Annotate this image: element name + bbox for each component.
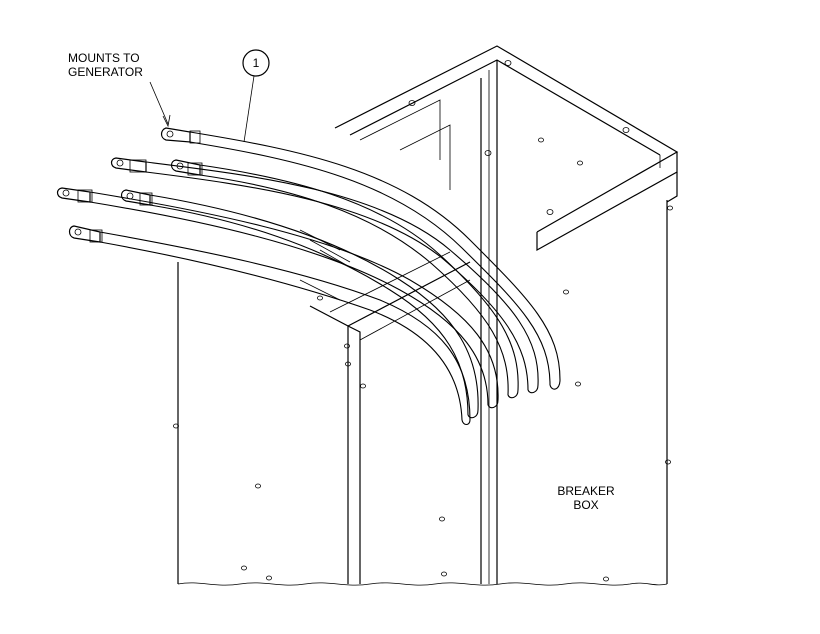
fastener-bolt-hole [622, 127, 630, 133]
fastener-bolt-hole [317, 295, 323, 301]
cable [99, 231, 471, 421]
generator-cables [89, 131, 561, 426]
right-side-panel-back [666, 172, 678, 203]
cable-lug [160, 127, 201, 144]
bottom-break-line [177, 582, 668, 586]
front-cross-member [347, 261, 471, 327]
cable [145, 171, 529, 391]
fastener-bolt-hole [577, 160, 583, 166]
cable-end [527, 384, 539, 394]
cable [149, 194, 479, 411]
cable-end [487, 399, 499, 409]
fasteners [173, 60, 673, 582]
cable [99, 241, 463, 421]
cable [89, 201, 489, 406]
breaker-box-label-line2: BOX [573, 498, 598, 512]
fastener-bolt-hole [546, 209, 554, 215]
top-frame-inner-edge [349, 59, 661, 156]
fastener-bolt-hole [563, 289, 569, 295]
cable [189, 131, 561, 381]
fastener-bolt-hole [255, 483, 261, 489]
fastener-bolt-hole [173, 423, 179, 429]
fastener-bolt-hole [266, 575, 272, 581]
item-callout-leader-line [243, 75, 255, 143]
fastener-bolt-hole [603, 576, 609, 582]
cable-lug [170, 159, 203, 176]
cable [189, 141, 551, 386]
breaker-box-label-line1: BREAKER [557, 484, 615, 498]
front-cross-member-lower [359, 279, 471, 341]
cable-end [461, 419, 471, 426]
mounts-to-generator-label-line2: GENERATOR [68, 65, 143, 79]
breaker-box-cabinet [177, 45, 679, 586]
inner-bracket-1 [359, 99, 441, 160]
cable [199, 164, 519, 391]
cable-lug [56, 187, 93, 203]
fastener-bolt-hole [360, 383, 366, 389]
mounts-leader-line [149, 81, 169, 125]
fastener-bolt-hole [408, 100, 416, 106]
cable-end [507, 389, 519, 399]
fastener-bolt-hole [667, 205, 673, 211]
fastener-bolt-hole [504, 60, 512, 66]
inner-bracket-2 [399, 124, 451, 190]
top-frame-right-flange [536, 152, 678, 252]
cable [145, 161, 539, 386]
cable-lug [110, 157, 147, 173]
cable-lugs [56, 127, 203, 243]
fastener-bolt-hole [345, 361, 351, 367]
fastener-bolt-hole [665, 459, 671, 465]
top-frame-back-edge [334, 45, 679, 233]
fastener-bolt-hole [441, 571, 447, 577]
fastener-bolt-hole [484, 150, 492, 156]
item-callout-balloon [242, 49, 270, 77]
front-panel-corner [309, 305, 349, 584]
annotations: MOUNTS TO GENERATOR 1 BREAKER BOX [68, 49, 615, 512]
front-panel-corner-inner [347, 325, 361, 584]
mounts-leader-arrow [162, 114, 171, 128]
fastener-bolt-hole [575, 381, 581, 387]
mounts-to-generator-label-line1: MOUNTS TO [68, 51, 140, 65]
cable-end [467, 409, 479, 419]
fastener-bolt-hole [241, 565, 247, 571]
cable [199, 174, 509, 396]
cable [89, 191, 499, 401]
item-callout-number: 1 [253, 56, 260, 70]
cable-lug [120, 189, 153, 206]
cable-lug [68, 225, 103, 243]
fastener-bolt-hole [344, 343, 350, 349]
fastener-bolt-hole [538, 137, 544, 143]
fastener-bolt-hole [439, 516, 445, 522]
cable-end [549, 379, 561, 390]
cable [149, 204, 469, 416]
